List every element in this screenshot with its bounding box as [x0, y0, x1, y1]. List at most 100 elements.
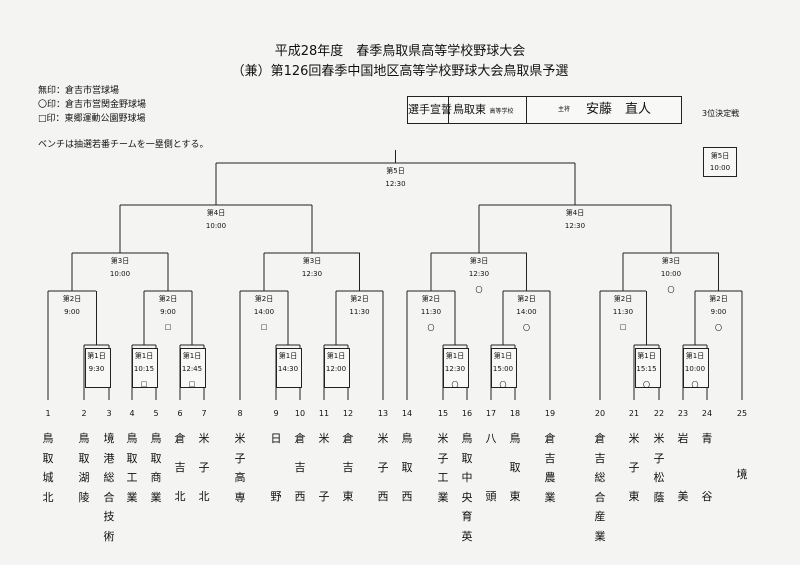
team-name-char: 鳥	[126, 432, 138, 445]
bench-note: ベンチは抽選若番チームを一塁側とする。	[38, 140, 209, 150]
team-number-13: 13	[377, 409, 389, 418]
game-time-r1_1: 9:30	[88, 365, 105, 373]
team-name-char: 倉	[174, 432, 186, 445]
game-day-r1_8: 第1日	[637, 352, 656, 360]
game-time-r1_4: 14:30	[277, 365, 299, 373]
oath-school-suffix: 高等学校	[489, 108, 514, 115]
team-name-char: 工	[126, 471, 138, 484]
game-day-r2_3: 第2日	[254, 295, 274, 303]
oath-label: 選手宣誓	[408, 97, 452, 123]
team-name-char: 子	[653, 451, 665, 465]
team-name-char: 東	[628, 490, 640, 503]
team-name-char: 取	[78, 451, 90, 465]
legend-venue-2: 〇印：倉吉市営関金野球場	[38, 100, 147, 110]
team-number-23: 23	[677, 409, 689, 418]
team-name-char: 米	[234, 432, 246, 445]
team-name-char: 岩	[677, 432, 689, 445]
team-name-char: 鳥	[42, 432, 54, 445]
game-box-r1_8	[634, 348, 661, 388]
team-name-char: 鳥	[78, 432, 90, 445]
team-name-char: 蔭	[653, 490, 665, 504]
team-name-char: 東	[342, 490, 354, 503]
game-day-r2_5: 第2日	[421, 295, 441, 303]
third-place-label: 3位決定戦	[702, 109, 740, 118]
team-name-char: 米	[318, 432, 330, 445]
game-mark-r1_2: □	[140, 380, 148, 388]
oath-name: 安藤 直人	[586, 102, 652, 117]
team-name-char: 業	[150, 490, 162, 504]
team-name-char: 子	[628, 461, 640, 474]
game-mark-r2_8: 〇	[715, 324, 722, 332]
game-day-final: 第5日	[386, 167, 405, 175]
game-box-r1_1	[84, 348, 111, 388]
game-day-r1_9: 第1日	[685, 352, 705, 360]
team-name-char: 鳥	[509, 432, 521, 445]
third-place-day: 第5日	[710, 152, 730, 160]
game-box-r1_3	[180, 348, 206, 388]
team-name-char: 取	[150, 451, 162, 465]
game-day-r1_4: 第1日	[278, 352, 298, 360]
team-name-char: 高	[234, 471, 246, 484]
team-number-24: 24	[701, 409, 713, 418]
game-time-r2_2: 9:00	[160, 308, 176, 316]
game-day-r2_6: 第2日	[517, 295, 536, 303]
team-name-char: 子	[377, 461, 389, 474]
team-name-char: 産	[594, 510, 606, 523]
game-mark-r1_9: 〇	[691, 381, 699, 389]
game-mark-r2_2: □	[164, 323, 172, 331]
team-name-char: 合	[594, 490, 606, 504]
team-number-16: 16	[461, 409, 473, 418]
team-name-char: 専	[234, 490, 246, 504]
team-number-5: 5	[153, 409, 159, 418]
team-name-char: 頭	[485, 490, 497, 503]
game-mark-r1_3: □	[188, 380, 196, 388]
team-name-char: 米	[377, 432, 389, 445]
game-mark-qf4: 〇	[667, 286, 675, 294]
team-name-char: 子	[198, 461, 210, 474]
game-day-r1_3: 第1日	[182, 352, 202, 360]
team-name-char: 農	[544, 471, 556, 484]
team-number-21: 21	[628, 409, 640, 418]
team-name-char: 業	[544, 490, 556, 504]
team-name-char: 北	[174, 490, 186, 503]
game-day-r1_6: 第1日	[445, 352, 465, 360]
game-day-r1_1: 第1日	[87, 352, 106, 360]
team-number-20: 20	[594, 409, 606, 418]
team-name-char: 西	[401, 490, 413, 503]
game-box-r1_7	[491, 348, 517, 388]
team-number-1: 1	[45, 409, 51, 418]
team-number-8: 8	[237, 409, 243, 418]
game-mark-r2_7: □	[619, 323, 627, 331]
team-number-3: 3	[106, 409, 112, 418]
team-name-char: 総	[103, 471, 115, 484]
game-day-r2_4: 第2日	[350, 295, 369, 303]
game-box-r1_2	[132, 348, 158, 388]
game-time-qf3: 12:30	[468, 270, 490, 278]
team-name-char: 英	[461, 529, 473, 543]
game-box-r1_6	[443, 348, 469, 388]
game-time-r1_6: 12:30	[444, 365, 466, 373]
team-name-char: 育	[461, 510, 473, 523]
game-time-semi_right: 12:30	[564, 222, 586, 230]
team-name-char: 吉	[294, 461, 306, 474]
oath-role: 主将	[558, 106, 571, 113]
game-day-r2_1: 第2日	[62, 295, 82, 303]
team-number-22: 22	[653, 409, 665, 418]
team-name-char: 業	[437, 490, 449, 504]
game-mark-r2_6: 〇	[523, 324, 530, 332]
team-number-10: 10	[294, 409, 306, 418]
third-place-time: 10:00	[709, 164, 731, 172]
legend-venue-1: 無印：倉吉市営球場	[38, 86, 120, 96]
game-day-r1_5: 第1日	[326, 352, 346, 360]
team-number-12: 12	[342, 409, 354, 418]
game-time-r1_3: 12:45	[181, 365, 203, 373]
game-day-r2_8: 第2日	[709, 295, 728, 303]
team-name-char: 取	[461, 451, 473, 465]
team-name-char: 取	[42, 451, 54, 465]
game-mark-r2_5: 〇	[427, 324, 435, 332]
team-name-char: 術	[103, 529, 115, 543]
team-name-char: 日	[270, 432, 282, 445]
game-day-r1_2: 第1日	[134, 352, 154, 360]
game-time-r2_6: 14:00	[516, 308, 537, 316]
team-name-char: 倉	[544, 432, 556, 445]
